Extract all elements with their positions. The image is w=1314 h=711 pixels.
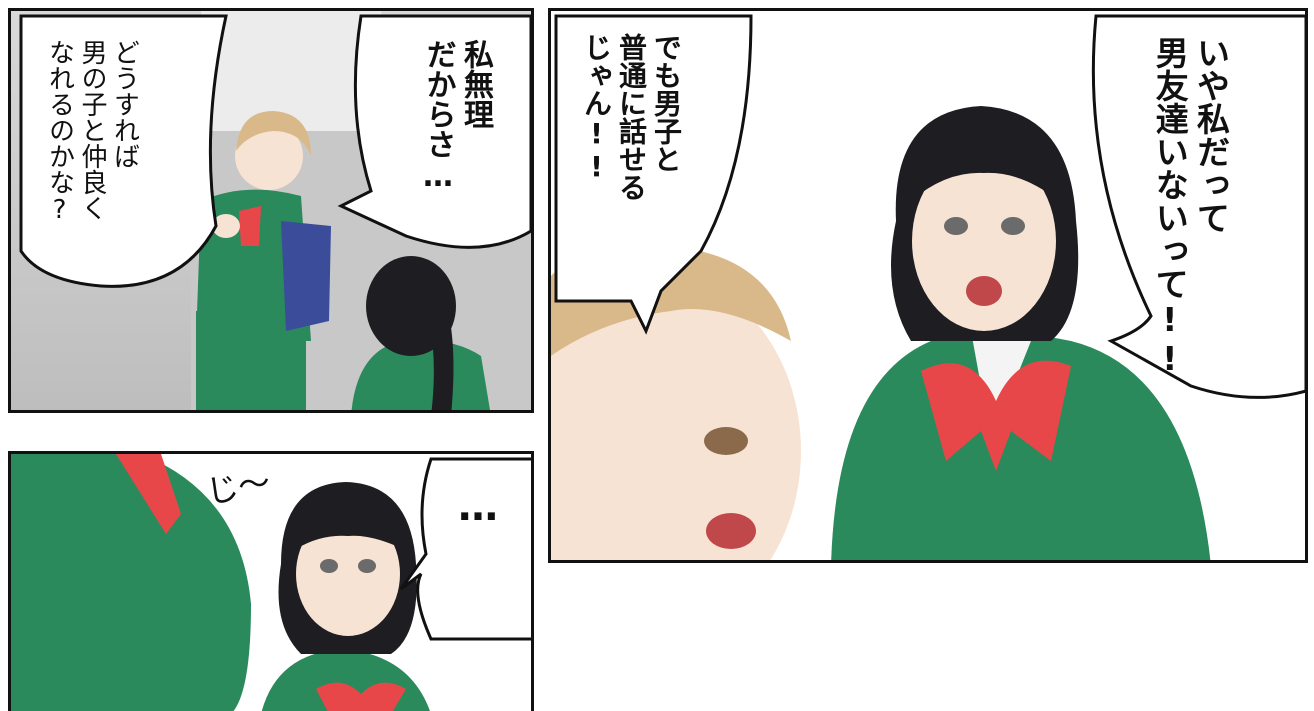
panel-3-illustration xyxy=(11,454,531,711)
speech-bubble-shape xyxy=(399,457,531,641)
panel-bottom-left: … じ〜 xyxy=(8,451,534,711)
speech-bubble-text: いや私だって 男友達いないって!! xyxy=(1150,36,1231,378)
speech-bubble-shape xyxy=(337,14,531,249)
blonde-girl-figure xyxy=(196,111,331,410)
dark-haired-girl-figure xyxy=(831,106,1211,560)
dark-haired-girl-back xyxy=(351,256,490,410)
panel-top-left: 私無理 だからさ… どうすれば 男の子と仲良く なれるのかな? xyxy=(8,8,534,413)
speech-bubble-shape xyxy=(1091,14,1305,399)
panel-right: いや私だって 男友達いないって!! でも男子と 普通に話せる じゃん!! xyxy=(548,8,1308,563)
panel-1-illustration xyxy=(11,11,531,410)
speech-bubble-shape xyxy=(554,14,753,335)
thought-bubble-shape xyxy=(19,14,228,288)
thought-bubble-text: どうすれば 男の子と仲良く なれるのかな? xyxy=(44,39,140,225)
speech-bubble-text: でも男子と 普通に話せる じゃん!! xyxy=(580,33,683,201)
ribbon-closeup xyxy=(116,454,181,534)
dark-haired-girl-portrait xyxy=(261,482,430,711)
ellipsis-bubble-text: … xyxy=(455,484,501,536)
panel-2-illustration xyxy=(551,11,1305,560)
speech-bubble-text: 私無理 だからさ… xyxy=(420,39,494,194)
blazer-closeup xyxy=(11,454,251,711)
